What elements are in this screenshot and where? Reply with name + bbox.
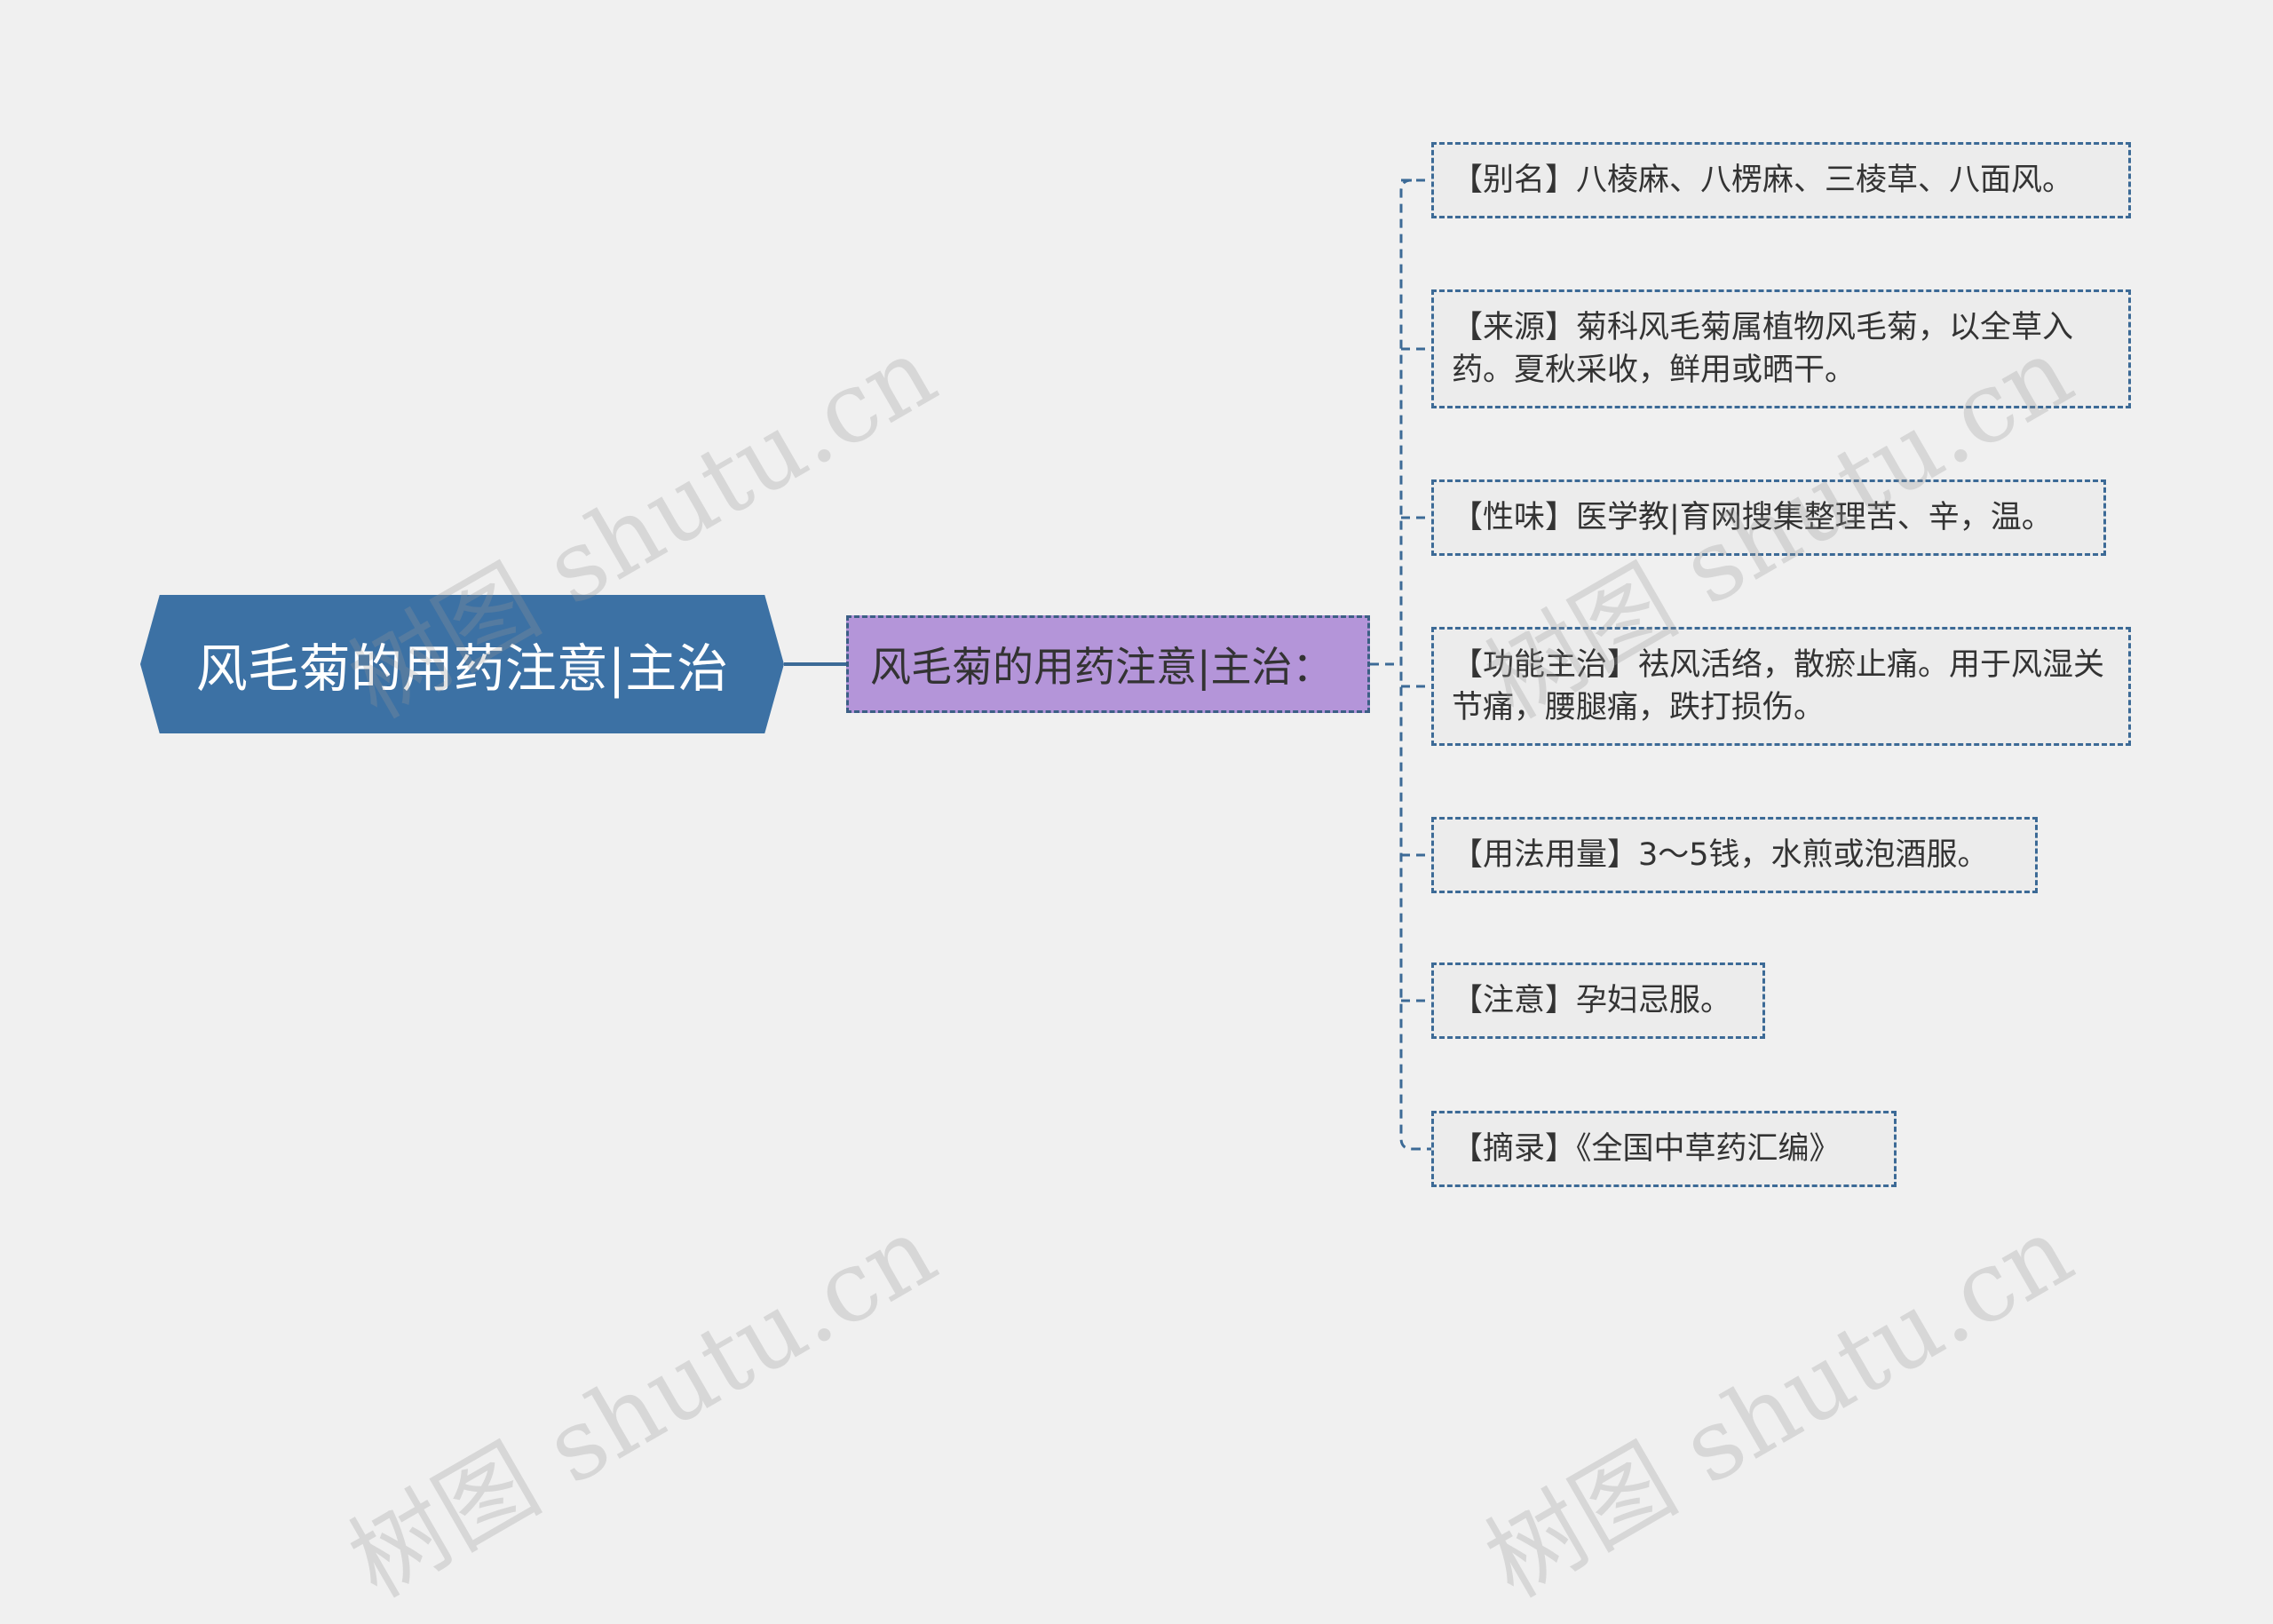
- leaf-topic-text: 【注意】孕妇忌服。: [1452, 983, 1732, 1018]
- root-topic-label: 风毛菊的用药注意|主治: [195, 638, 729, 699]
- leaf-topic-source[interactable]: 【来源】菊科风毛菊属植物风毛菊，以全草入药。夏秋采收，鲜用或晒干。: [1431, 289, 2131, 408]
- leaf-topic-text: 【摘录】《全国中草药汇编》: [1452, 1131, 1841, 1167]
- connector-lines: [784, 178, 1431, 1151]
- mind-map-canvas: 风毛菊的用药注意|主治 风毛菊的用药注意|主治： 【别名】八棱麻、八楞麻、三棱草…: [140, 142, 2131, 1619]
- branch-topic[interactable]: 风毛菊的用药注意|主治：: [846, 615, 1370, 713]
- leaf-topic-nature[interactable]: 【性味】医学教|育网搜集整理苦、辛，温。: [1431, 479, 2106, 556]
- leaf-topic-text: 【功能主治】祛风活络，散瘀止痛。用于风湿关节痛，腰腿痛，跌打损伤。: [1452, 647, 2105, 725]
- leaf-topic-text: 【用法用量】3～5钱，水煎或泡酒服。: [1452, 837, 1989, 873]
- leaf-topic-text: 【性味】医学教|育网搜集整理苦、辛，温。: [1452, 500, 2053, 535]
- leaf-topic-function[interactable]: 【功能主治】祛风活络，散瘀止痛。用于风湿关节痛，腰腿痛，跌打损伤。: [1431, 627, 2131, 746]
- leaf-topic-dosage[interactable]: 【用法用量】3～5钱，水煎或泡酒服。: [1431, 817, 2038, 893]
- leaf-topic-text: 【别名】八棱麻、八楞麻、三棱草、八面风。: [1452, 162, 2074, 198]
- leaf-topic-excerpt[interactable]: 【摘录】《全国中草药汇编》: [1431, 1111, 1897, 1187]
- branch-topic-label: 风毛菊的用药注意|主治：: [870, 643, 1334, 691]
- trunk-connector: [1399, 178, 1413, 1151]
- leaf-topic-text: 【来源】菊科风毛菊属植物风毛菊，以全草入药。夏秋采收，鲜用或晒干。: [1452, 310, 2074, 388]
- leaf-topic-alias[interactable]: 【别名】八棱麻、八楞麻、三棱草、八面风。: [1431, 142, 2131, 218]
- root-topic[interactable]: 风毛菊的用药注意|主治: [140, 595, 784, 733]
- leaf-topic-caution[interactable]: 【注意】孕妇忌服。: [1431, 963, 1765, 1039]
